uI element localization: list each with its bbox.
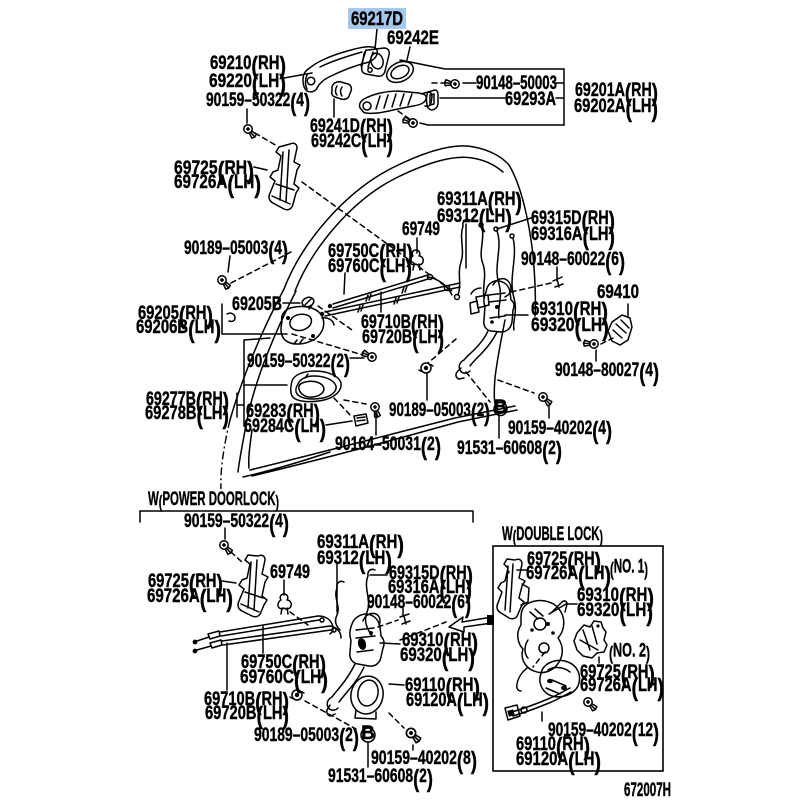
svg-text:69242E: 69242E — [387, 28, 439, 49]
svg-text:90148–50003: 90148–50003 — [476, 73, 557, 94]
svg-text:69293A: 69293A — [505, 89, 556, 110]
svg-text:69210(RH): 69210(RH) — [210, 52, 286, 80]
svg-text:69277B(RH): 69277B(RH) — [146, 388, 229, 416]
svg-text:W(POWER DOORLOCK): W(POWER DOORLOCK) — [148, 489, 279, 512]
svg-text:69725(RH): 69725(RH) — [527, 548, 601, 576]
svg-text:69710B(RH): 69710B(RH) — [204, 688, 289, 716]
svg-text:672007H: 672007H — [624, 780, 671, 800]
svg-text:69205B: 69205B — [232, 294, 282, 315]
svg-text:69410: 69410 — [597, 282, 639, 303]
svg-text:69749: 69749 — [402, 219, 440, 240]
svg-text:69749: 69749 — [270, 562, 310, 583]
svg-text:W(DOUBLE LOCK): W(DOUBLE LOCK) — [502, 524, 603, 547]
svg-text:69217D: 69217D — [351, 9, 403, 30]
svg-text:(NO. 1): (NO. 1) — [610, 557, 648, 580]
svg-text:B: B — [494, 397, 508, 418]
svg-text:B: B — [361, 723, 375, 744]
svg-text:(NO. 2): (NO. 2) — [609, 641, 650, 664]
